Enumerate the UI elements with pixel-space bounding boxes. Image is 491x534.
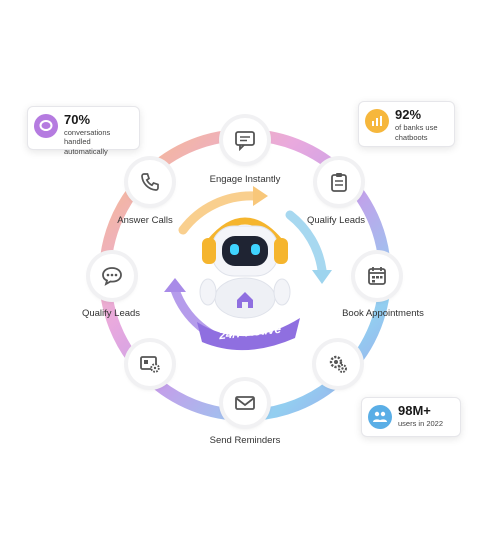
book-appointments-label: Book Appointments <box>342 308 424 319</box>
stat-desc-line1: users in 2022 <box>398 419 444 428</box>
stat-card-users: 98M+ users in 2022 <box>361 397 461 437</box>
stat-value: 70% <box>64 112 91 127</box>
clipboard-list-icon <box>331 173 347 192</box>
arrow-head-right <box>312 270 332 284</box>
stat-card-banks: 92% of banks use chatboots <box>358 101 455 147</box>
stat-desc-line2: chatboots <box>395 133 428 142</box>
users-icon <box>368 405 392 429</box>
qualify-leads-node-right <box>317 160 361 204</box>
arrow-head-left <box>164 278 186 292</box>
speech-bubble-dots-icon <box>102 267 122 286</box>
chat-bubble-icon <box>235 131 255 151</box>
phone-icon <box>141 173 159 191</box>
send-reminders-node <box>223 381 267 425</box>
monitor-settings-node <box>128 342 172 386</box>
stat-desc-line1: of banks use <box>395 123 438 132</box>
automation-settings-node <box>316 342 360 386</box>
stat-card-conversations: 70% conversations handled automatically <box>27 106 140 156</box>
answer-calls-node <box>128 160 172 204</box>
answer-calls-label: Answer Calls <box>117 215 173 226</box>
settings-gear-icon <box>329 355 347 373</box>
stat-desc-line1: conversations handled <box>64 128 111 146</box>
robot-mascot <box>199 217 291 319</box>
stat-value: 92% <box>395 107 422 122</box>
calendar-icon <box>368 267 386 285</box>
badge-ribbon <box>197 318 300 351</box>
engage-instantly-label: Engage Instantly <box>209 174 281 185</box>
monitor-settings-icon <box>140 356 160 373</box>
qualify-leads-label-left: Qualify Leads <box>81 308 141 319</box>
qualify-leads-node-left <box>90 254 134 298</box>
inner-arc-top <box>178 191 260 235</box>
inner-arc-right <box>285 210 327 275</box>
stat-desc-line2: automatically <box>64 147 108 156</box>
book-appointments-node <box>355 254 399 298</box>
arrow-head-top <box>253 186 268 206</box>
bar-chart-icon <box>365 109 389 133</box>
engage-instantly-node <box>223 118 267 162</box>
stat-value: 98M+ <box>398 403 431 418</box>
chat-icon <box>34 114 58 138</box>
send-reminders-label: Send Reminders <box>209 435 281 446</box>
envelope-icon <box>235 396 255 410</box>
qualify-leads-label-right: Qualify Leads <box>306 215 366 226</box>
